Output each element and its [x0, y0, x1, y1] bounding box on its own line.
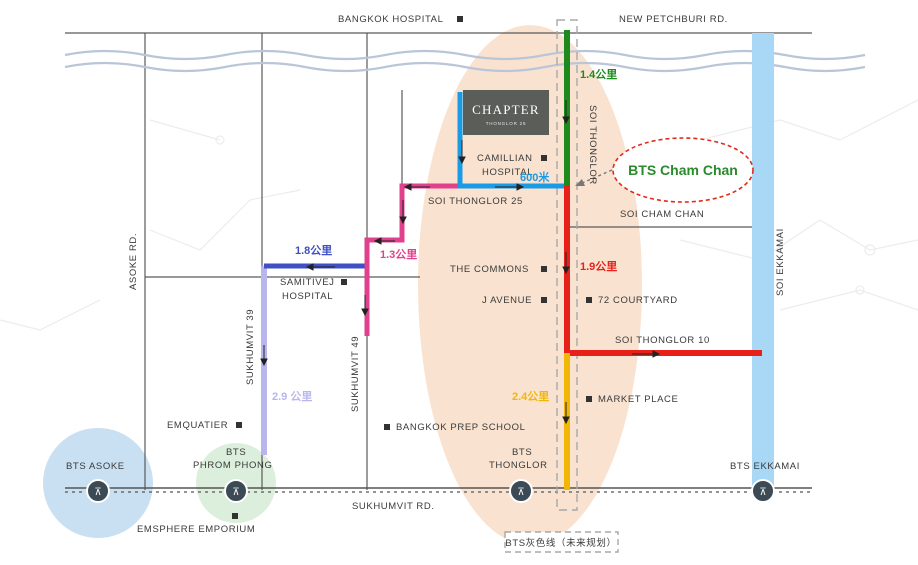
distance-2-4km: 2.4公里 [512, 390, 549, 403]
cham-chan-label: BTS Cham Chan [628, 162, 738, 178]
distance-2-9km: 2.9 公里 [272, 390, 312, 403]
road-grid [65, 32, 812, 490]
thonglor-highlight-zone [418, 25, 642, 545]
label-soi-thonglor: SOI THONGLOR [587, 105, 598, 185]
background-decoration [0, 99, 918, 331]
label-new-petchburi: NEW PETCHBURI RD. [619, 14, 728, 25]
label-sukhumvit-39: SUKHUMVIT 39 [245, 309, 256, 385]
label-camillian-2: HOSPITAL [482, 167, 533, 178]
svg-text:⊼: ⊼ [759, 487, 766, 498]
station-icon-asoke: ⊼ [86, 479, 110, 503]
label-soi-thonglor-10: SOI THONGLOR 10 [615, 335, 710, 346]
label-bts-thonglor-2: THONGLOR [489, 460, 548, 471]
label-72-courtyard: 72 COURTYARD [598, 295, 678, 306]
station-icon-phrom-phong: ⊼ [224, 479, 248, 503]
label-market-place: MARKET PLACE [598, 394, 678, 405]
label-bts-asoke: BTS ASOKE [66, 461, 125, 472]
station-icon-ekkamai: ⊼ [751, 479, 775, 503]
distance-1-4km: 1.4公里 [580, 68, 617, 81]
label-emquatier: EMQUATIER [167, 420, 228, 431]
sukhumvit-rail-line [65, 487, 812, 493]
station-icon-thonglor: ⊼ [509, 479, 533, 503]
label-bts-phrom-phong-2: PHROM PHONG [193, 460, 272, 471]
label-soi-ekkamai: SOI EKKAMAI [775, 228, 786, 296]
cham-chan-pointer-head [575, 179, 585, 186]
svg-text:⊼: ⊼ [517, 487, 524, 498]
soi-ekkamai-route [752, 33, 774, 491]
label-samitivej-2: HOSPITAL [282, 291, 333, 302]
label-bangkok-hospital: BANGKOK HOSPITAL [338, 14, 444, 25]
label-asoke-rd: ASOKE RD. [128, 233, 139, 290]
label-the-commons: THE COMMONS [450, 264, 529, 275]
label-soi-thonglor-25: SOI THONGLOR 25 [428, 196, 523, 207]
label-sukhumvit-rd: SUKHUMVIT RD. [352, 501, 435, 512]
label-bts-thonglor-1: BTS [512, 447, 532, 458]
river [64, 49, 866, 73]
distance-1-8km: 1.8公里 [295, 244, 332, 257]
chapter-project-box [463, 90, 549, 135]
distance-600m: 600米 [520, 170, 550, 184]
landmark-markers [232, 16, 592, 519]
route-cham-chan [457, 92, 567, 189]
svg-text:⊼: ⊼ [232, 487, 239, 498]
svg-text:⊼: ⊼ [94, 487, 101, 498]
label-j-avenue: J AVENUE [482, 295, 532, 306]
distance-1-9km: 1.9公里 [580, 260, 617, 273]
cham-chan-bubble [612, 137, 754, 203]
label-samitivej-1: SAMITIVEJ [280, 277, 335, 288]
label-sukhumvit-49: SUKHUMVIT 49 [350, 336, 361, 412]
label-bts-ekkamai: BTS EKKAMAI [730, 461, 800, 472]
label-soi-cham-chan: SOI CHAM CHAN [620, 209, 704, 220]
direction-arrows [260, 100, 661, 425]
distance-1-3km: 1.3公里 [380, 248, 417, 261]
label-camillian-1: CAMILLIAN [477, 153, 533, 164]
grey-line-future-route [556, 19, 578, 511]
label-bangkok-prep: BANGKOK PREP SCHOOL [396, 422, 525, 433]
label-bts-phrom-phong-1: BTS [226, 447, 246, 458]
route-soi-thonglor-25 [364, 183, 460, 336]
grey-line-legend: BTS灰色线（未来规划） [505, 537, 616, 549]
grey-line-legend-box [504, 531, 619, 553]
chapter-project-name: CHAPTER [472, 102, 540, 117]
label-emsphere-emporium: EMSPHERE EMPORIUM [137, 524, 255, 535]
chapter-project-sub: THONGLOR 25 [486, 121, 527, 126]
